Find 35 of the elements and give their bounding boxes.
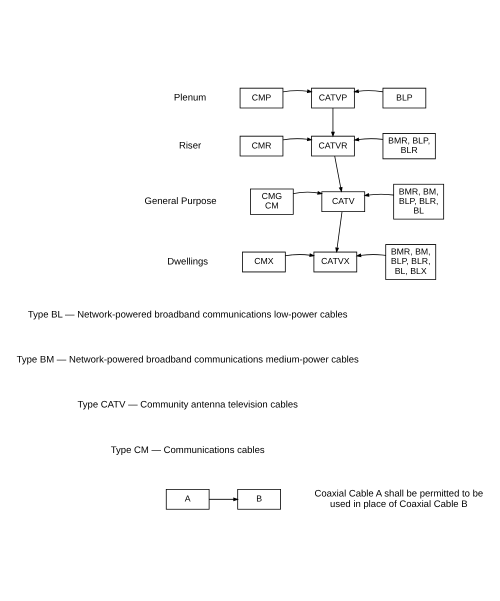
arrow: [354, 137, 384, 142]
node-box: CMX: [242, 252, 286, 272]
arrow: [364, 193, 394, 197]
arrow: [335, 211, 342, 254]
node-box: BMR, BLP, BLR: [382, 133, 436, 160]
arrow: [356, 253, 386, 258]
label: Plenum: [174, 92, 206, 104]
node-box: CATVR: [311, 136, 355, 156]
node-box: BMR, BM, BLP, BLR, BL, BLX: [385, 244, 436, 280]
arrow: [282, 137, 313, 142]
node-box: BMR, BM, BLP, BLR, BL: [393, 184, 444, 220]
node-box: B: [237, 489, 281, 510]
arrow: [331, 108, 335, 138]
arrow: [284, 253, 316, 258]
node-box: CATV: [321, 191, 366, 212]
arrow: [282, 89, 313, 94]
label: Type CM — Communications cables: [110, 444, 265, 456]
label: Dwellings: [167, 256, 208, 268]
node-box: CATVX: [314, 252, 358, 272]
arrow: [208, 497, 239, 502]
node-box: A: [166, 489, 210, 510]
node-box: CMR: [240, 136, 284, 156]
label: Coaxial Cable A shall be permitted to be used in place of Coaxial Cable B: [314, 488, 484, 510]
node-box: CATVP: [311, 88, 355, 108]
label: Type BL — Network-powered broadband communications low-power cables: [28, 309, 348, 320]
node-box: CMG CM: [250, 188, 294, 215]
node-box: CMP: [240, 88, 284, 108]
arrow: [292, 190, 323, 195]
label: General Purpose: [144, 196, 217, 208]
label: Riser: [178, 140, 202, 152]
arrow: [353, 89, 384, 94]
label: Type CATV — Community antenna television cables: [78, 400, 298, 411]
label: Type BM — Network-powered broadband communications medium-power cables: [16, 354, 359, 366]
node-box: BLP: [382, 88, 426, 108]
arrow: [334, 156, 343, 193]
